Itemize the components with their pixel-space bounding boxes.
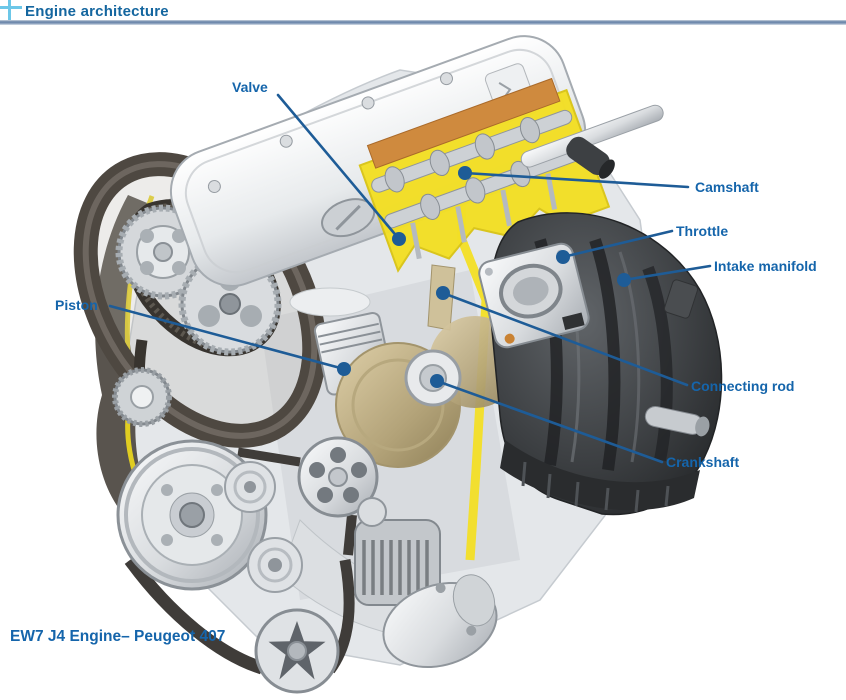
leader-intake-manifold: [622, 264, 712, 282]
throttle-body: [478, 242, 590, 349]
dot-piston: [337, 362, 351, 376]
vacuum-port: [644, 405, 710, 437]
five-hole-pulley: [297, 436, 379, 518]
fuel-rail: [520, 104, 664, 168]
leader-crankshaft: [435, 379, 664, 464]
hose-stub: [566, 136, 615, 179]
label-connecting-rod: Connecting rod: [691, 378, 795, 394]
label-crankshaft: Crankshaft: [666, 454, 740, 470]
dot-camshaft: [458, 166, 472, 180]
plenum-band: [500, 440, 700, 511]
crank-timing-gear: [112, 367, 172, 427]
head-cutaway: [358, 77, 611, 273]
idler-pulley: [247, 537, 303, 593]
dot-connecting-rod: [436, 286, 450, 300]
leader-piston: [108, 304, 346, 371]
leader-camshaft: [463, 171, 690, 189]
page-title: Engine architecture: [25, 3, 169, 20]
header-divider: [0, 20, 846, 25]
leader-dots: [337, 166, 631, 388]
crop-mark-vertical-bar: [8, 0, 11, 22]
cam-carrier: [366, 77, 561, 169]
label-camshaft: Camshaft: [695, 179, 759, 195]
dot-throttle: [556, 250, 570, 264]
crop-mark-horizontal-bar: [0, 6, 22, 9]
cylinder-bore: [289, 287, 371, 317]
dot-valve: [392, 232, 406, 246]
crop-corner-mark-icon: [0, 0, 24, 24]
leader-valve: [276, 93, 401, 241]
label-valve: Valve: [232, 79, 268, 95]
manifold-bracket: [663, 279, 699, 319]
tensioner-pulley: [224, 461, 276, 513]
label-piston: Piston: [55, 297, 98, 313]
alternator: [354, 497, 441, 606]
dot-intake-manifold: [617, 273, 631, 287]
label-throttle: Throttle: [676, 223, 729, 239]
ac-clutch-pulley: [254, 608, 340, 694]
leader-throttle: [561, 229, 674, 259]
ac-compressor: [382, 574, 498, 669]
camshaft-part: [371, 109, 586, 229]
diagram-caption: EW7 J4 Engine– Peugeot 407: [10, 628, 226, 645]
dot-crankshaft: [430, 374, 444, 388]
label-intake-manifold: Intake manifold: [714, 258, 817, 274]
leader-connecting-rod: [441, 291, 689, 387]
leader-lines: [108, 93, 712, 464]
